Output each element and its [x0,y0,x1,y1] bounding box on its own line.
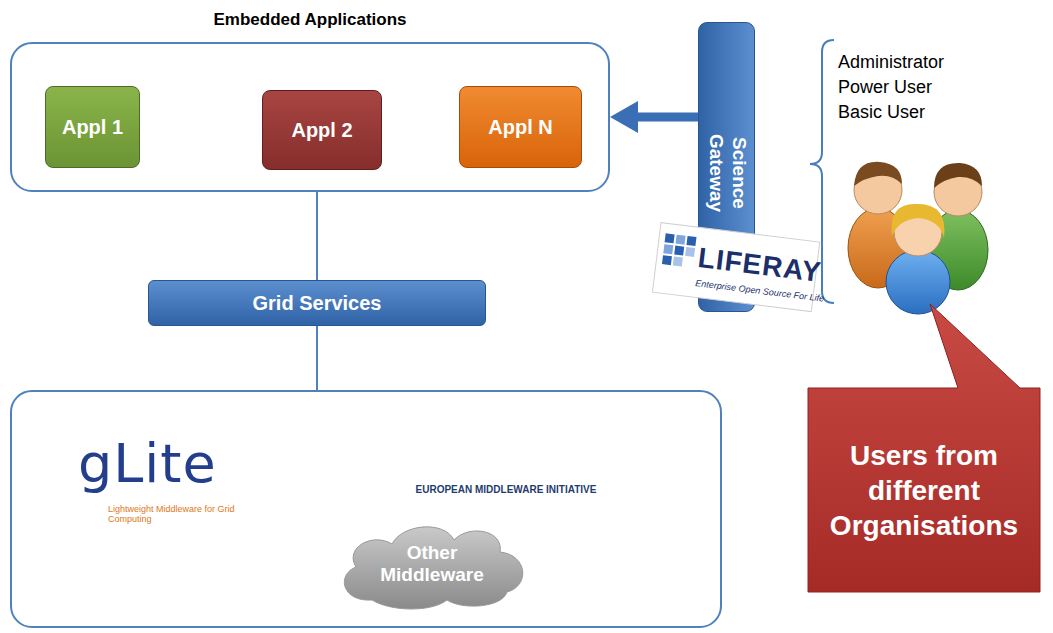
callout-path [808,304,1040,592]
connector-arrow [636,113,698,122]
users-icon [848,162,988,314]
node-text: Science Gateway [704,123,750,223]
role-label: Administrator [838,52,944,73]
node-text: Grid Services [253,292,382,315]
node-text: Other Middleware [367,542,497,586]
node-text: Appl 2 [291,119,352,142]
arrowhead [610,101,638,133]
connector-line [316,326,318,390]
cloud-shape: Other Middleware [332,520,532,608]
application-box: Appl 1 [45,86,140,168]
callout-box: Users from different Organisations [808,388,1040,592]
group-box: Embedded ApplicationsAppl 1Appl 2Appl N [10,42,610,192]
logo-squares [662,233,697,268]
middleware-box: gLiteLightweight Middleware for Grid Com… [10,390,722,628]
application-box: Appl 2 [262,90,382,170]
node-text: Appl N [488,116,552,139]
role-label: Basic User [838,102,925,123]
node-text: Appl 1 [62,116,123,139]
node-text: Lightweight Middleware for Grid Computin… [108,504,258,525]
node-text: Users from different Organisations [819,438,1029,543]
service-bar: Grid Services [148,280,486,326]
node-text: Embedded Applications [12,10,608,30]
connector-line [316,192,318,280]
cloud-path [344,527,522,609]
application-box: Appl N [459,86,582,168]
node-text: EUROPEAN MIDDLEWARE INITIATIVE [406,484,606,495]
node-text: gLite [78,432,217,495]
role-label: Power User [838,77,932,98]
